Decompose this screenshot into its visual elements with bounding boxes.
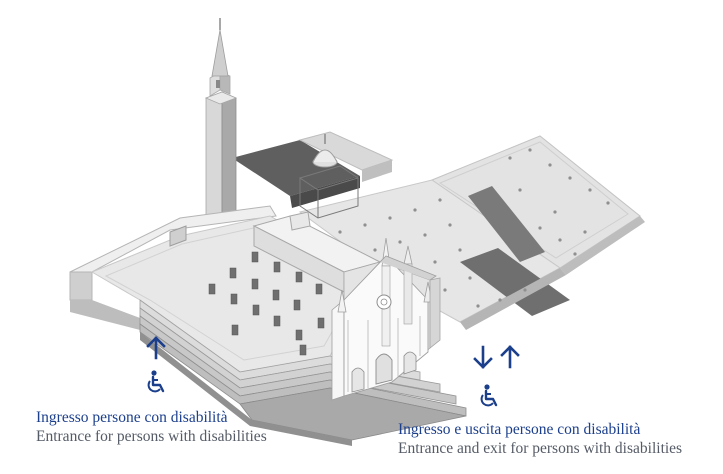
rear-buildings bbox=[232, 131, 394, 219]
entrance-left-caption: Ingresso persone con disabilità Entrance… bbox=[36, 408, 267, 446]
bell-tower bbox=[204, 18, 238, 221]
rear-courtyard bbox=[298, 135, 645, 330]
entrance-right-caption: Ingresso e uscita persone con disabilità… bbox=[398, 420, 682, 458]
entrance-right-title: Ingresso e uscita persone con disabilità bbox=[398, 421, 641, 438]
arrow-up-icon bbox=[146, 336, 166, 360]
wheelchair-icon bbox=[147, 370, 165, 393]
dark-strip bbox=[460, 248, 570, 316]
entrance-right-arrows bbox=[473, 345, 520, 373]
entrance-right-wheelchair bbox=[478, 384, 500, 412]
arrow-down-icon bbox=[473, 345, 493, 369]
wheelchair-icon bbox=[480, 384, 498, 407]
dark-strip bbox=[468, 186, 545, 262]
entrance-left-subtitle: Entrance for persons with disabilities bbox=[36, 428, 267, 445]
cathedral bbox=[331, 237, 441, 401]
entrance-right-subtitle: Entrance and exit for persons with disab… bbox=[398, 440, 683, 457]
entrance-left-title: Ingresso persone con disabilità bbox=[36, 409, 228, 426]
entrance-left-arrows bbox=[146, 336, 166, 364]
arrow-up-icon bbox=[500, 345, 520, 369]
entrance-left-wheelchair bbox=[145, 370, 167, 398]
